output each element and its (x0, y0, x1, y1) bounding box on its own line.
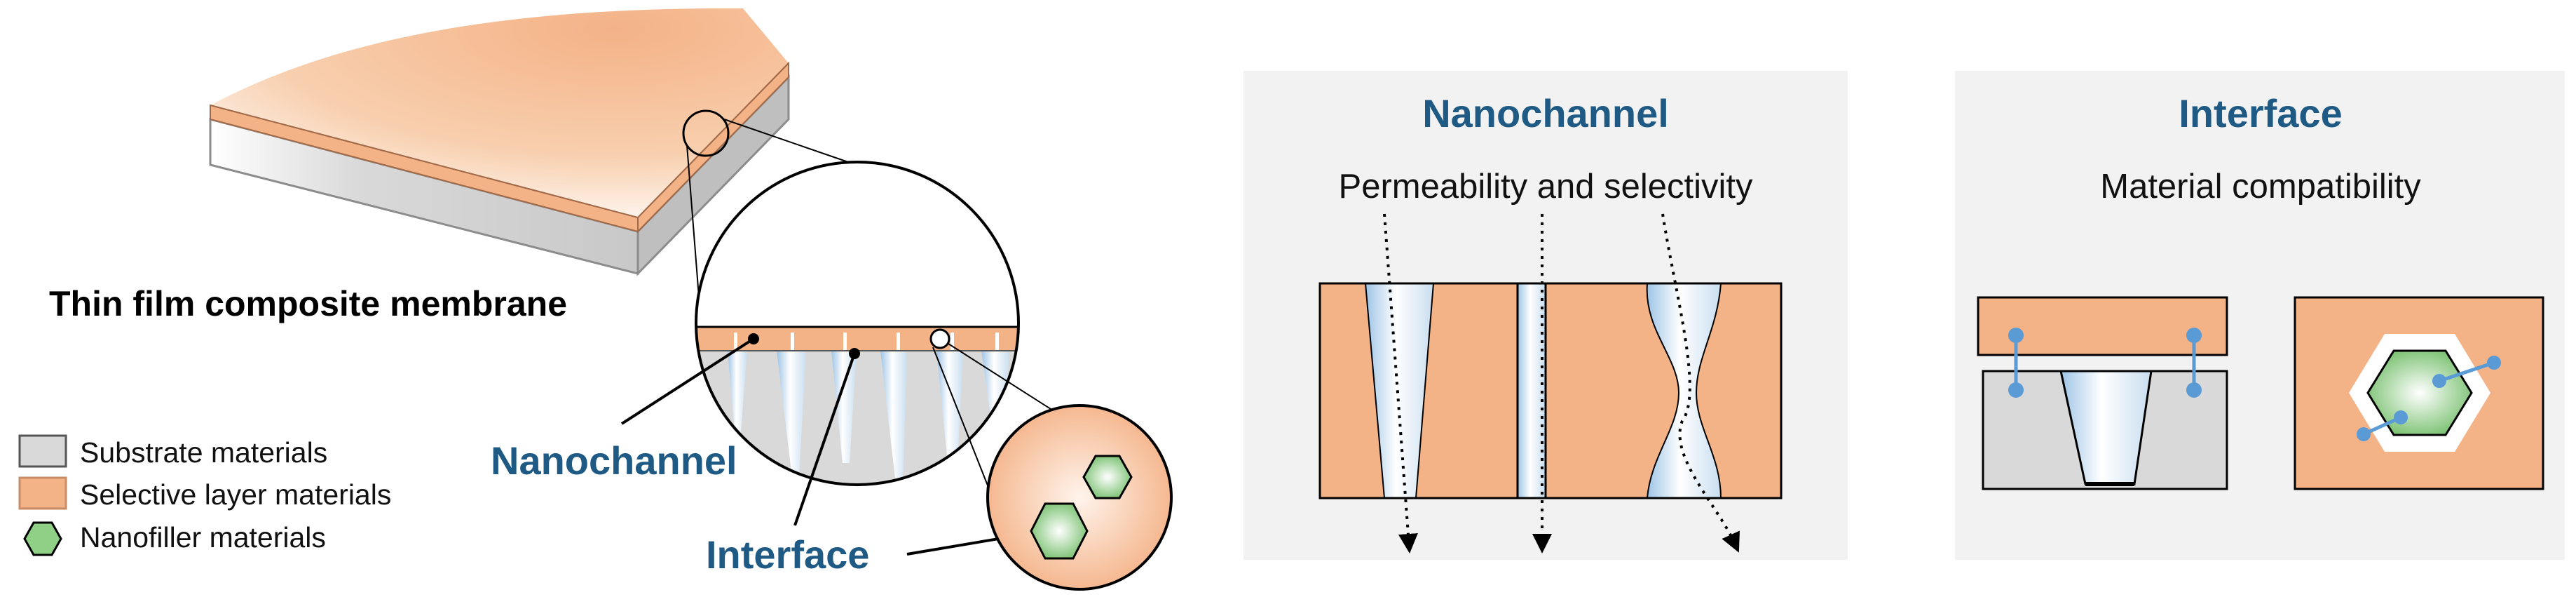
legend-swatch-selective (18, 476, 67, 510)
nanofiller-hexagon-1 (1082, 455, 1133, 499)
pore-tortuous (1646, 283, 1722, 498)
pore-tapered (1364, 283, 1435, 498)
panel-interface-heading: Interface (2179, 91, 2342, 135)
interface-bond-left (2008, 328, 2024, 398)
legend-label-substrate: Substrate materials (80, 436, 327, 469)
legend-swatch-substrate (18, 434, 67, 468)
interface-selective-layer (1977, 296, 2228, 356)
interface-filler-bond-2 (2357, 410, 2408, 441)
interface-bond-right (2186, 328, 2202, 398)
legend-swatch-nanofiller-icon (23, 521, 62, 556)
nanofiller-hexagon-2 (1030, 502, 1089, 560)
slab-top-surface (210, 8, 789, 217)
legend-label-selective: Selective layer materials (80, 478, 391, 511)
panel-nanochannel: Nanochannel Permeability and selectivity (1243, 71, 1848, 560)
membrane-slab (209, 8, 790, 276)
nanofiller-zoom (986, 404, 1173, 591)
interface-filler-bond-1 (2432, 356, 2501, 388)
panel-interface: Interface Material compatibility (1955, 71, 2565, 560)
legend: Substrate materials Selective layer mate… (18, 434, 391, 556)
interface-filler-hexagon (2366, 349, 2473, 436)
callout-interface: Interface (706, 532, 869, 577)
panel-nanochannel-subtitle: Permeability and selectivity (1339, 168, 1753, 206)
panel-interface-subtitle: Material compatibility (2100, 168, 2421, 206)
diagram-title: Thin film composite membrane (49, 284, 567, 323)
legend-label-nanofiller: Nanofiller materials (80, 521, 326, 553)
panel-nanochannel-heading: Nanochannel (1422, 91, 1669, 135)
callout-nanochannel: Nanochannel (491, 438, 737, 483)
interface-zoom-marker (929, 328, 950, 349)
slab-zoom-marker (682, 109, 730, 157)
